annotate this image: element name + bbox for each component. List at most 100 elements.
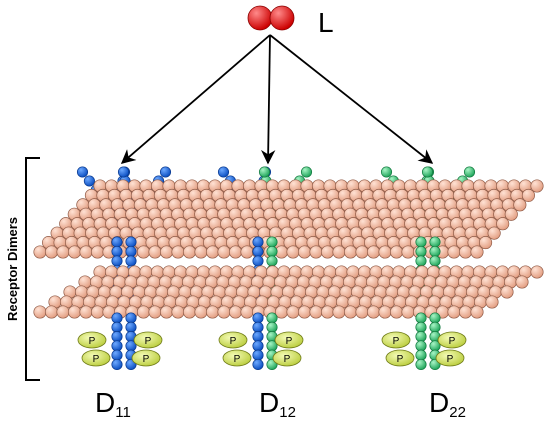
phosphate-ellipse (435, 349, 465, 367)
lipid-sphere (343, 245, 358, 259)
phosphate-label: P (286, 336, 293, 347)
lipid-sphere (182, 305, 197, 319)
lipid-sphere (136, 245, 151, 259)
phosphate-ellipse (131, 349, 161, 367)
receptor-sphere (415, 340, 427, 352)
lipid-sphere (228, 305, 243, 319)
receptor-sphere (415, 321, 427, 333)
lipid-sphere (182, 245, 197, 259)
lipid-sphere (309, 245, 323, 259)
phosphate-label: P (449, 336, 456, 347)
lipid-sphere (79, 305, 93, 319)
lipid-sphere (297, 305, 312, 319)
lipid-sphere (366, 305, 381, 319)
phosphate-ellipse (133, 331, 163, 349)
phosphate-label: P (397, 354, 404, 365)
receptor-sphere (415, 358, 427, 371)
phosphate-ellipse (81, 349, 111, 367)
lipid-sphere (217, 245, 231, 259)
lipid-sphere (33, 305, 47, 319)
lipid-sphere (332, 245, 346, 259)
lipid-sphere (513, 198, 527, 212)
lipid-sphere (205, 305, 220, 319)
receptor-sphere (415, 349, 427, 361)
membrane-layer-outer (33, 179, 544, 259)
arrow-to-d12 (261, 34, 276, 165)
lipid-sphere (90, 245, 105, 259)
receptor-sphere (415, 312, 427, 324)
phosphate-group: P (272, 349, 302, 367)
receptor-sphere (266, 255, 278, 267)
dimer-label-sub: 12 (279, 404, 296, 421)
receptor-sphere (252, 358, 264, 371)
lipid-sphere (148, 305, 162, 319)
lipid-sphere (159, 305, 174, 319)
lipid-sphere (286, 245, 300, 259)
lipid-sphere (530, 179, 544, 193)
membrane-layer-inner (33, 265, 544, 319)
receptor-sphere (266, 321, 278, 333)
svg-text:D11: D11 (95, 387, 131, 421)
lipid-sphere (458, 245, 473, 259)
receptor-sphere (111, 358, 123, 371)
svg-text:D12: D12 (259, 387, 296, 421)
lipid-sphere (228, 245, 243, 259)
lipid-sphere (496, 217, 510, 231)
ligand (247, 5, 295, 31)
lipid-sphere (33, 245, 47, 259)
receptor-sphere (421, 166, 434, 178)
receptor-sphere (111, 255, 123, 267)
phosphate-group: P (385, 349, 415, 367)
lipid-sphere (487, 226, 501, 240)
lipid-sphere (159, 245, 174, 259)
receptor-dimers-label: Receptor Dimers (5, 217, 20, 321)
lipid-sphere (44, 245, 59, 259)
phosphate-label: P (89, 336, 96, 347)
phosphate-label: P (447, 354, 454, 365)
phosphate-group: P (381, 331, 411, 349)
receptor-sphere (463, 166, 476, 178)
receptor-sphere (159, 166, 172, 178)
phosphate-group: P (437, 331, 467, 349)
phosphate-group: P (131, 349, 161, 367)
lipid-sphere (320, 245, 335, 259)
ligand-label: L (318, 7, 334, 38)
lipid-sphere (240, 305, 254, 319)
phosphate-ellipse (222, 349, 252, 367)
receptor-sphere (76, 166, 89, 178)
receptor-sphere (429, 245, 441, 258)
receptor-sphere (415, 245, 427, 258)
lipid-sphere (389, 305, 404, 319)
receptor-sphere (380, 166, 393, 178)
receptor-sphere (111, 245, 123, 258)
lipid-sphere (447, 245, 461, 259)
receptor-sphere (217, 166, 230, 178)
receptor-sphere (415, 331, 427, 343)
intracellular-chains (111, 312, 441, 371)
phosphate-label: P (93, 354, 100, 365)
receptor-sphere (252, 331, 264, 343)
phosphate-ellipse (218, 331, 248, 349)
receptor-sphere (125, 245, 137, 258)
phosphate-group: P (81, 349, 111, 367)
receptor-sphere (266, 312, 278, 324)
lipid-sphere (500, 285, 514, 299)
lipid-sphere (458, 305, 473, 319)
phosphate-group: P (435, 349, 465, 367)
binding-arrows (120, 34, 434, 165)
phosphate-group: P (77, 331, 107, 349)
lipid-sphere (515, 275, 529, 289)
lipid-sphere (67, 305, 82, 319)
receptor-sphere (415, 236, 427, 248)
receptor-sphere (117, 166, 130, 178)
phosphate-label: P (234, 354, 241, 365)
receptor-sphere (125, 321, 137, 333)
lipid-sphere (56, 245, 70, 259)
arrow-to-d11 (120, 34, 271, 164)
receptor-sphere (111, 340, 123, 352)
lipid-sphere (56, 305, 70, 319)
dimer-label-main: D (95, 387, 115, 418)
lipid-sphere (485, 295, 499, 309)
